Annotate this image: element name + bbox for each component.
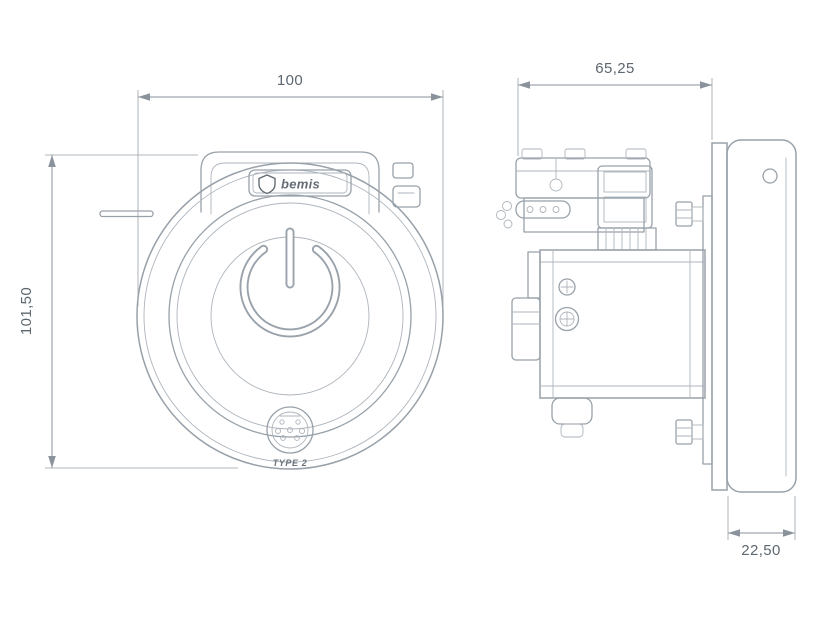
width-dimension-label: 100 (277, 72, 303, 89)
bottom-tab (551, 397, 593, 438)
front-view: bemis TYPE 2 (99, 151, 444, 470)
dimension-width: 100 (137, 72, 444, 306)
bolt-bottom (675, 419, 704, 445)
hinge-tabs (392, 162, 421, 208)
side-view (496, 139, 797, 493)
bemis-shield-icon (258, 174, 276, 195)
depth-top-dimension-label: 65,25 (595, 60, 635, 77)
screw-top (558, 278, 576, 296)
dimension-depth-bottom: 22,50 (727, 496, 796, 559)
type2-label: TYPE 2 (273, 458, 308, 468)
height-dimension-label: 101,50 (18, 287, 35, 335)
bolt-top (675, 201, 704, 227)
top-terminal-block (515, 148, 653, 233)
cable-gland (511, 251, 541, 361)
screw-bottom (554, 306, 580, 332)
collar-nut (597, 227, 657, 251)
rear-cover (726, 139, 797, 493)
power-icon (239, 227, 341, 338)
type2-connector: TYPE 2 (266, 406, 314, 468)
mounting-plate (702, 142, 728, 491)
brand-text: bemis (281, 177, 320, 192)
brand-logo: bemis (248, 169, 352, 197)
depth-bottom-dimension-label: 22,50 (741, 542, 781, 559)
retaining-clip (496, 200, 571, 229)
body-circles (136, 162, 444, 470)
hinge-pin (99, 210, 154, 218)
dimension-depth-top: 65,25 (517, 60, 713, 156)
dimension-height: 101,50 (18, 154, 238, 469)
housing-body (539, 249, 706, 399)
